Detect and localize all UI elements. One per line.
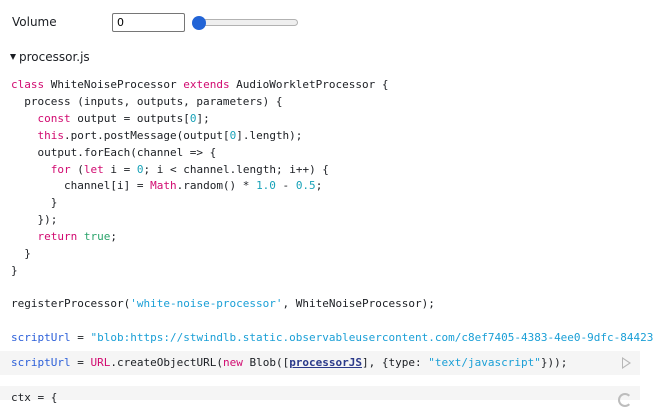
- ctx-cell-source[interactable]: ctx = {: [11, 391, 58, 404]
- script-url-cell-editor[interactable]: [0, 351, 640, 375]
- processorjs-reference: processorJS: [289, 356, 363, 369]
- volume-slider[interactable]: [192, 14, 299, 32]
- loader-icon: [618, 393, 632, 407]
- volume-label: Volume: [12, 15, 57, 29]
- caret-down-icon[interactable]: [10, 54, 16, 60]
- volume-input[interactable]: [112, 13, 185, 32]
- ctx-cell-editor[interactable]: [0, 386, 640, 400]
- details-summary-label: processor.js: [19, 50, 90, 64]
- slider-track[interactable]: [194, 19, 298, 26]
- register-processor-line: registerProcessor('white-noise-processor…: [11, 297, 435, 310]
- processor-code-block: class WhiteNoiseProcessor extends AudioW…: [11, 78, 389, 277]
- play-icon[interactable]: [622, 357, 631, 369]
- processor-details-summary[interactable]: processor.js: [10, 48, 90, 66]
- script-url-cell-source[interactable]: scriptUrl = URL.createObjectURL(new Blob…: [11, 356, 568, 369]
- slider-thumb[interactable]: [192, 16, 206, 30]
- volume-control: Volume: [0, 0, 640, 44]
- script-url-output: scriptUrl = "blob:https://stwindlb.stati…: [11, 331, 653, 344]
